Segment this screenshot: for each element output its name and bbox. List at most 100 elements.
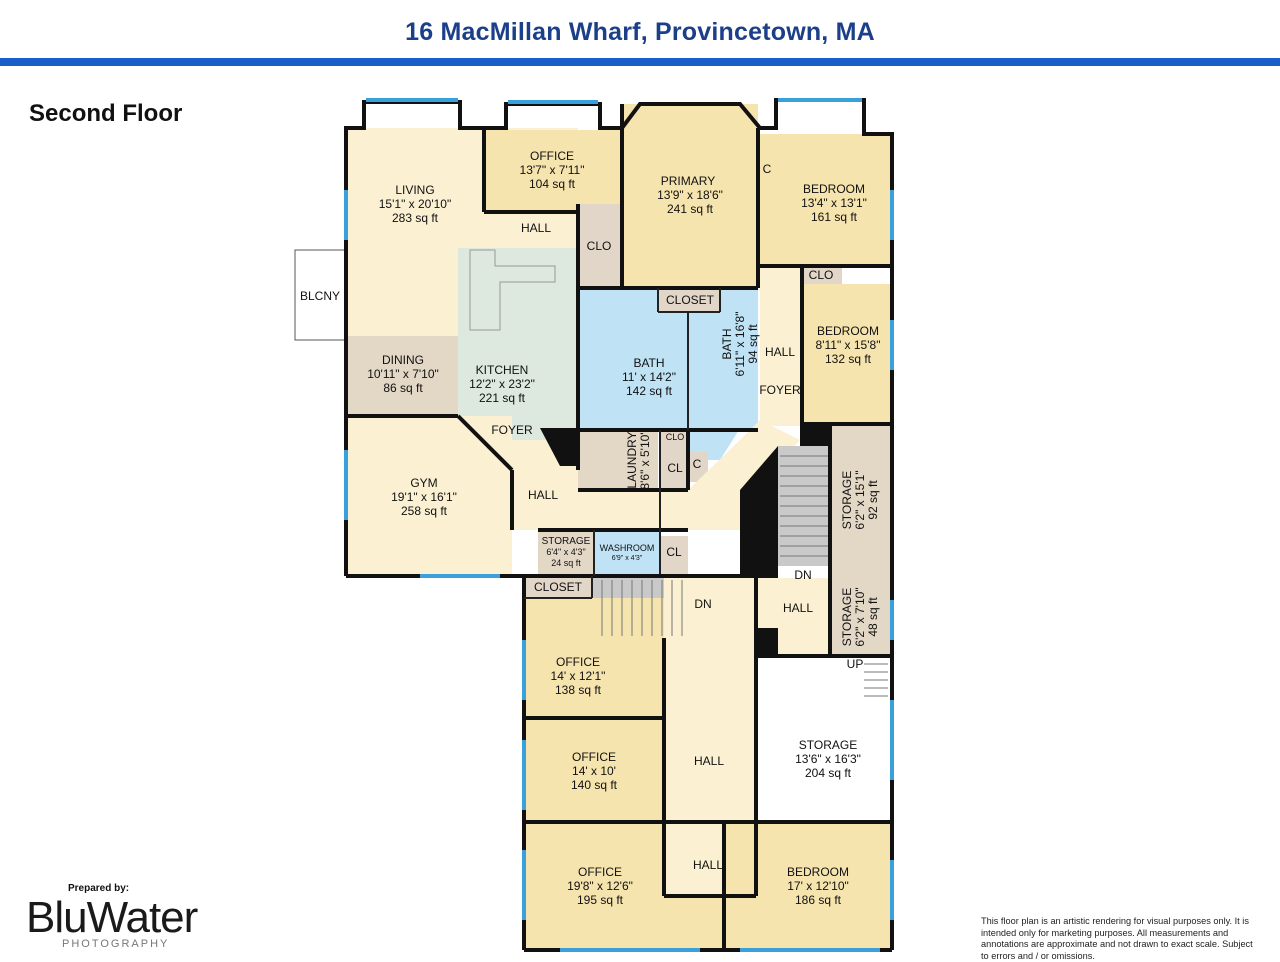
storage-big-area: 204 sq ft [805, 766, 852, 780]
bedroom-s-name: BEDROOM [787, 865, 849, 879]
clo-laundry [660, 430, 688, 446]
cl-washroom [660, 536, 688, 574]
storage-e-area: 92 sq ft [866, 480, 880, 520]
gym-dims: 19'1" x 16'1" [391, 490, 457, 504]
disclaimer-text: This floor plan is an artistic rendering… [981, 916, 1253, 961]
bedroom-e-room [802, 284, 892, 424]
dn-east-label: DN [794, 568, 811, 582]
bath-main-area: 142 sq ft [626, 384, 673, 398]
room-labels: LIVING 15'1" x 20'10" 283 sq ft OFFICE 1… [300, 149, 880, 907]
dining-area: 86 sq ft [383, 381, 423, 395]
living-area: 283 sq ft [392, 211, 439, 225]
brand-subtitle: PHOTOGRAPHY [62, 938, 170, 950]
cl-washroom-label: CL [666, 545, 682, 559]
storage-e2-room [830, 578, 892, 656]
storage-small-name: STORAGE [542, 536, 591, 547]
hall-south [664, 578, 756, 824]
living-name: LIVING [395, 183, 434, 197]
primary-room [622, 104, 758, 288]
windows [344, 98, 894, 952]
storage-small-dims: 6'4" x 4'3" [546, 547, 585, 557]
storage-e2-dims: 6'2" x 7'10" [853, 587, 867, 646]
bath-small-area: 94 sq ft [746, 324, 760, 364]
office-2-name: OFFICE [572, 750, 616, 764]
bedroom-ne-room [760, 134, 892, 266]
gym-area: 258 sq ft [401, 504, 448, 518]
clo-top [578, 204, 622, 288]
balcony-area [294, 249, 348, 341]
foyer-east-label: FOYER [759, 383, 801, 397]
clo-east-label: CLO [809, 268, 834, 282]
bedroom-ne-area: 161 sq ft [811, 210, 858, 224]
office-3-dims: 19'8" x 12'6" [567, 879, 633, 893]
office-1-dims: 14' x 12'1" [551, 669, 606, 683]
stair-treads [601, 455, 888, 697]
dn-south-label: DN [694, 597, 711, 611]
laundry-dims: 8'6" x 5'10" [638, 430, 652, 489]
header-accent-bar [0, 58, 1280, 66]
gym-angled [346, 416, 512, 576]
hall-south-label: HALL [694, 754, 724, 768]
hall-centre-label: HALL [528, 488, 558, 502]
storage-big-room [756, 656, 892, 822]
storage-e2-area: 48 sq ft [866, 597, 880, 637]
bedroom-s-room [724, 822, 892, 948]
clo-top-label: CLO [587, 239, 612, 253]
office-1-area: 138 sq ft [555, 683, 602, 697]
bedroom-ne-dims: 13'4" x 13'1" [801, 196, 867, 210]
clo-east [802, 266, 842, 286]
office-top-name: OFFICE [530, 149, 574, 163]
hall-east-label: HALL [765, 345, 795, 359]
clo-laundry-label: CLO [666, 432, 685, 442]
closet-south [524, 576, 592, 598]
hall-top [484, 212, 578, 248]
bedroom-s-dims: 17' x 12'10" [787, 879, 849, 893]
office-1-room [524, 598, 664, 718]
kitchen-counter [469, 249, 556, 331]
storage-big-name: STORAGE [799, 738, 857, 752]
brand-logo: BluWater [26, 893, 198, 942]
bedroom-s-area: 186 sq ft [795, 893, 842, 907]
balcony-label: BLCNY [300, 289, 340, 303]
bedroom-ne-name: BEDROOM [803, 182, 865, 196]
laundry-room [578, 430, 658, 490]
kitchen-dims: 12'2" x 23'2" [469, 377, 535, 391]
storage-e2-name: STORAGE [840, 588, 854, 646]
washroom-dims: 6'9" x 4'3" [612, 555, 643, 562]
foyer-west-label: FOYER [491, 423, 533, 437]
primary-dims: 13'9" x 18'6" [657, 188, 723, 202]
storage-e-name: STORAGE [840, 471, 854, 529]
office-top-area: 104 sq ft [529, 177, 576, 191]
office-3-area: 195 sq ft [577, 893, 624, 907]
floor-label: Second Floor [29, 100, 183, 127]
hall-south-bottom-label: HALL [693, 858, 723, 872]
bath-small-dims: 6'11" x 16'8" [733, 312, 747, 377]
storage-e-dims: 6'2" x 15'1" [853, 470, 867, 529]
thin-walls [524, 288, 721, 599]
page-title: 16 MacMillan Wharf, Provincetown, MA [405, 18, 875, 46]
office-2-room [524, 720, 664, 820]
storage-e-room [830, 424, 892, 578]
kitchen-area: 221 sq ft [479, 391, 526, 405]
office-top-room [484, 130, 622, 212]
dining-room [346, 336, 458, 416]
closet-south-label: CLOSET [534, 580, 583, 594]
room-fills [346, 104, 892, 948]
dining-name: DINING [382, 353, 424, 367]
dining-dims: 10'11" x 7'10" [367, 367, 439, 381]
bedroom-e-area: 132 sq ft [825, 352, 872, 366]
cl-laundry-label: CL [667, 461, 683, 475]
bath-small-name: BATH [720, 328, 734, 359]
primary-area: 241 sq ft [667, 202, 714, 216]
cl-laundry [660, 446, 686, 490]
storage-big-dims: 13'6" x 16'3" [795, 752, 861, 766]
closet-mid [658, 288, 720, 312]
c-laundry [686, 452, 708, 482]
c-laundry-label: C [693, 457, 702, 471]
hall-top-label: HALL [521, 221, 551, 235]
storage-small-room [538, 530, 594, 574]
walls [344, 98, 894, 952]
bath-small-angled [688, 380, 758, 460]
closet-c-top-label: C [763, 162, 772, 176]
